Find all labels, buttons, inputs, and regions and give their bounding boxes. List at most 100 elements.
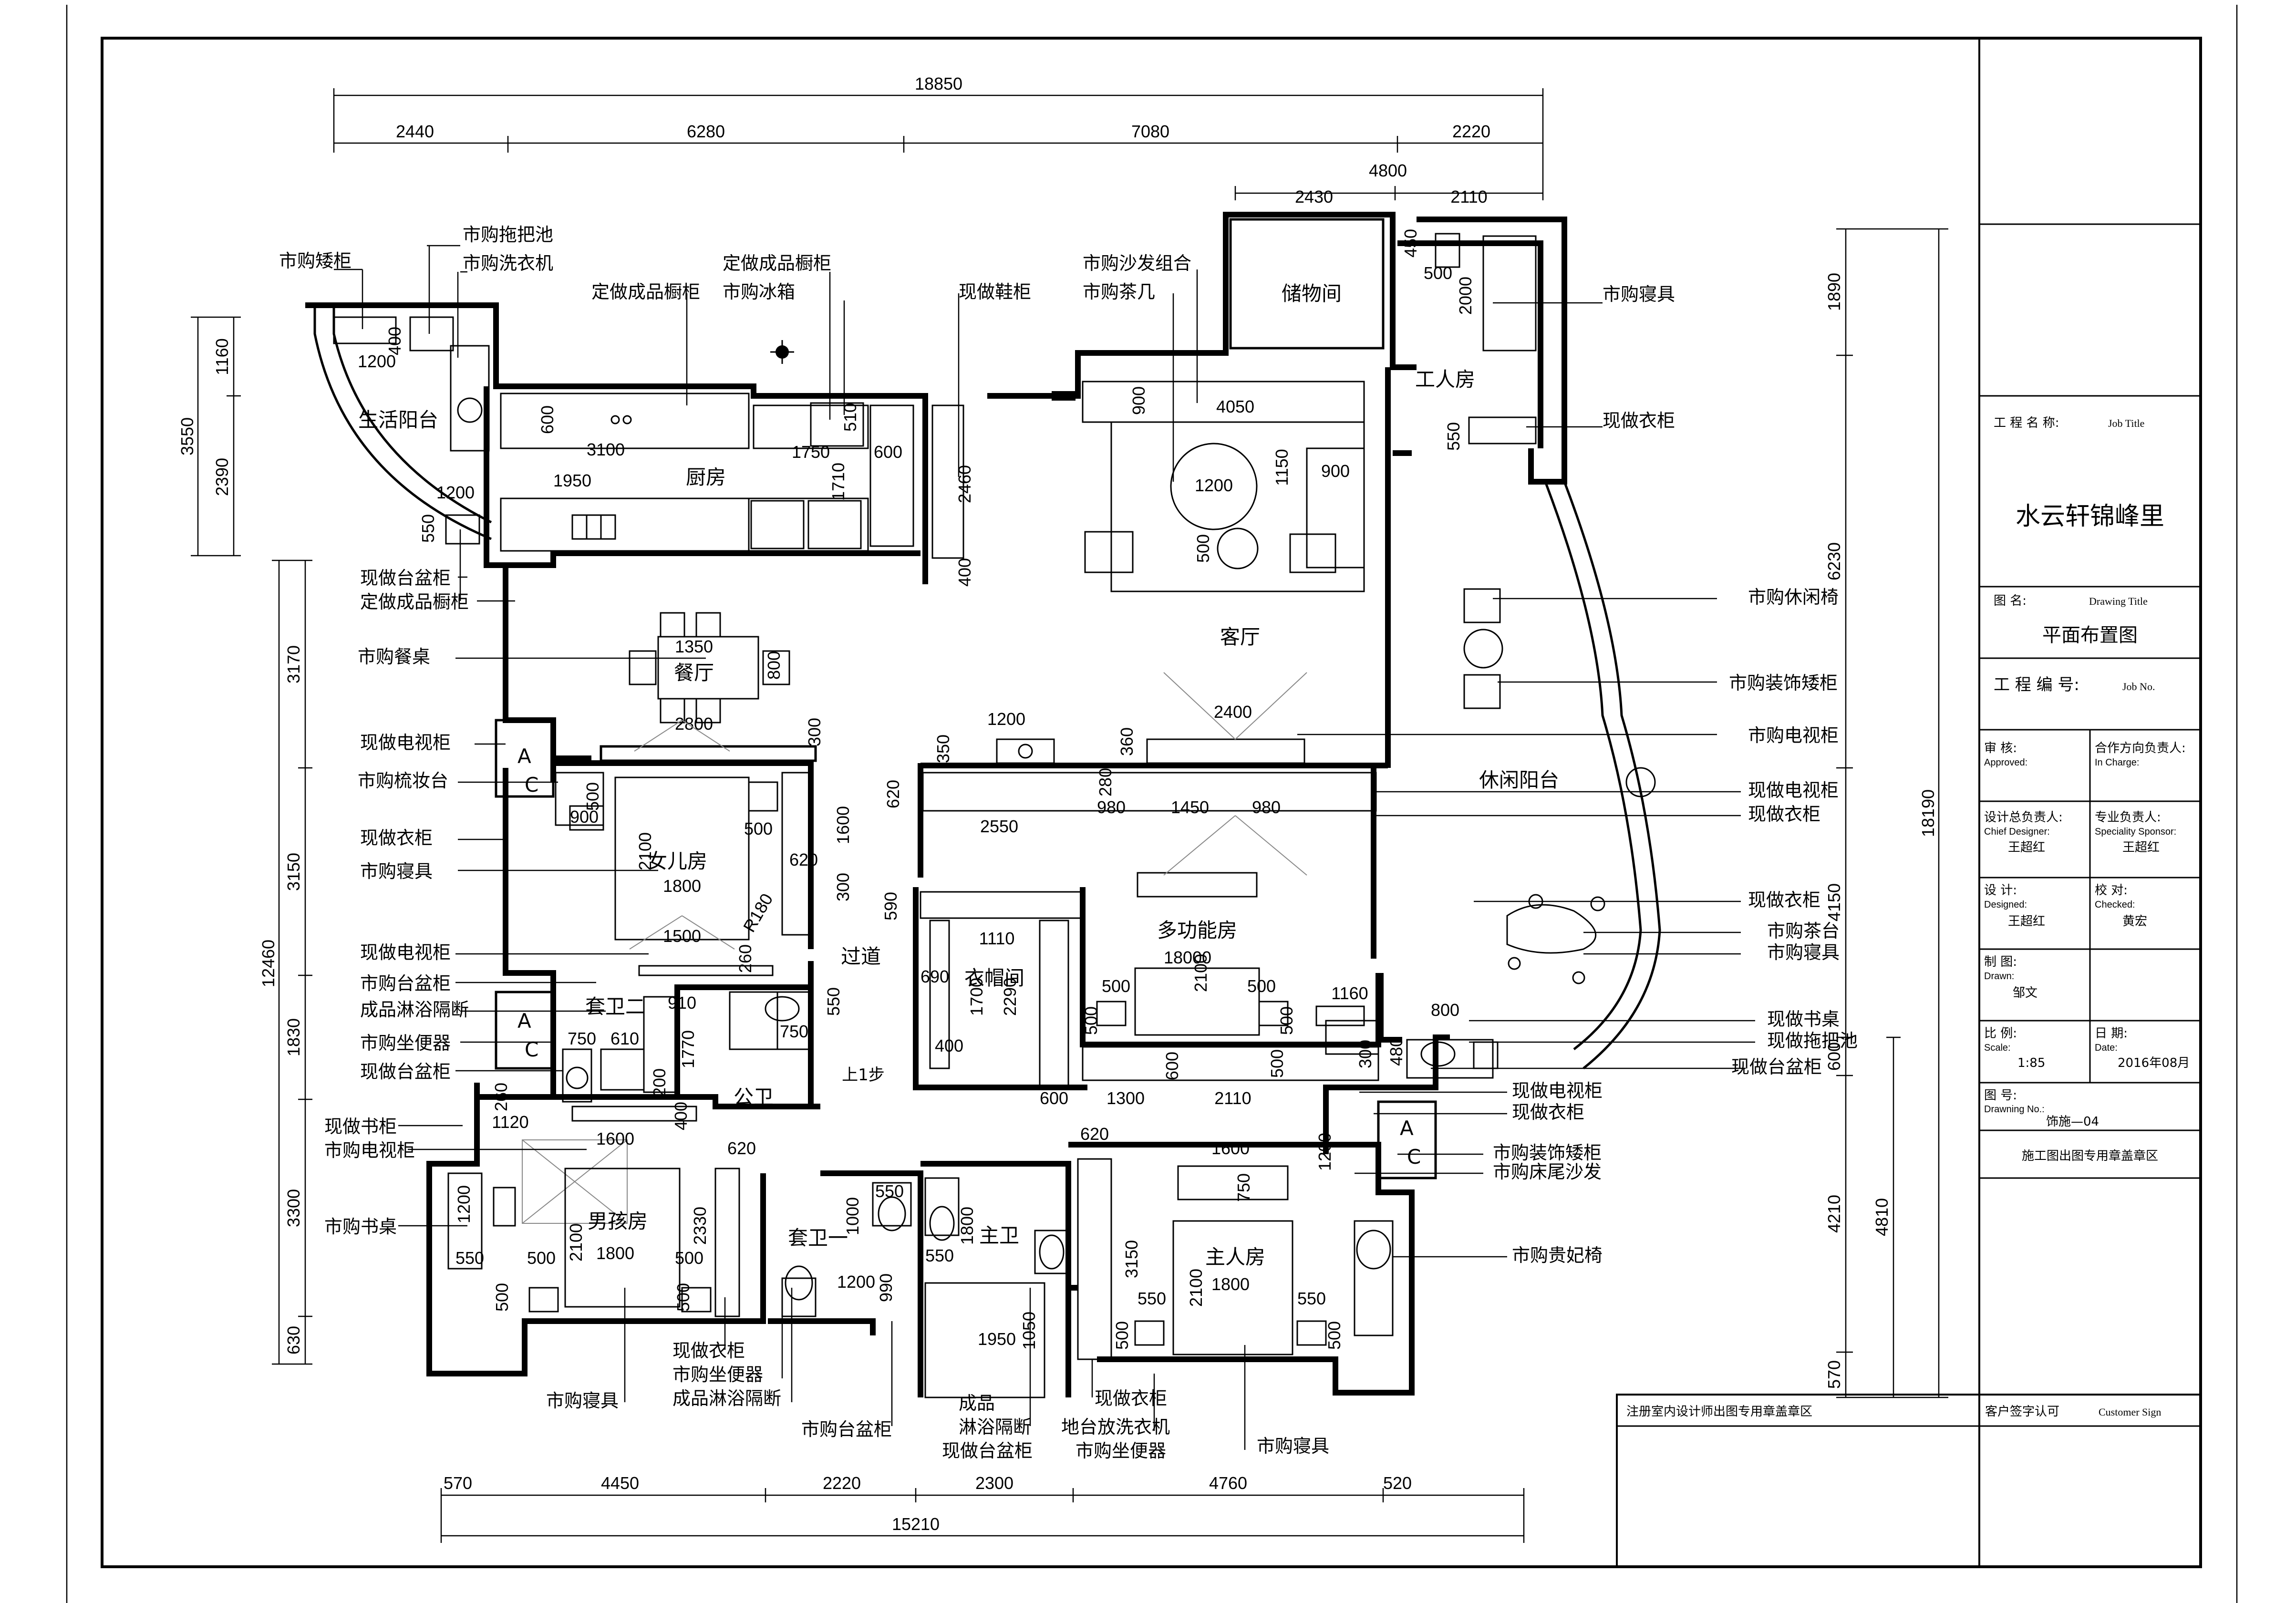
dim-int: 1200: [1315, 1133, 1334, 1171]
dim-int: 600: [538, 405, 557, 434]
dim-upper-2: 2110: [1450, 187, 1487, 207]
dim-int: 1600: [833, 806, 853, 844]
dim-right-lower: 4810: [1872, 1198, 1892, 1236]
dim-int: 550: [824, 987, 843, 1016]
dim-int: 500: [1424, 263, 1452, 283]
dimension-lines: [191, 88, 1948, 1543]
dim-int: 1500: [663, 926, 701, 946]
dim-int: 2330: [690, 1207, 710, 1245]
label-l20: 市购坐便器: [360, 1033, 451, 1054]
dim-top-2: 6280: [687, 122, 725, 141]
dim-int: 1950: [553, 471, 591, 490]
label-l14: 市购梳妆台: [358, 770, 448, 791]
label-b6: 淋浴隔断: [959, 1417, 1031, 1438]
designed-name: 王超红: [2008, 914, 2045, 929]
label-r6: 现做电视柜: [1748, 780, 1839, 801]
spec-label: 专业负责人:: [2095, 810, 2161, 825]
room-names: 储物间 工人房 生活阳台 厨房 客厅 餐厅 休闲阳台 女儿房 过道 衣帽间 多功…: [358, 282, 1559, 1269]
label-l10: 现做台盆柜: [360, 568, 451, 589]
dim-left-upper-1: 1160: [212, 338, 232, 375]
scale-value: 1:85: [2017, 1056, 2045, 1070]
dim-right-2: 6230: [1824, 542, 1844, 580]
label-l9: 市购茶几: [1083, 281, 1155, 302]
label-l18: 市购台盆柜: [360, 973, 451, 994]
dim-int: 1750: [792, 442, 830, 462]
label-b9: 地台放洗衣机: [1061, 1417, 1170, 1438]
leader-lines: [334, 245, 1755, 1450]
dim-int: 400: [955, 558, 974, 587]
dim-int: 500: [744, 819, 773, 838]
label-l11: 定做成品橱柜: [360, 591, 469, 612]
project-name-label: 工 程 名 称:: [1994, 416, 2059, 430]
dim-right-5: 4210: [1824, 1195, 1844, 1233]
dim-int: 550: [875, 1181, 904, 1201]
dim-int: 1700: [967, 978, 986, 1016]
room-multi: 多功能房: [1157, 919, 1237, 942]
scale-label: 比 例:: [1984, 1026, 2017, 1041]
label-l17: 现做电视柜: [360, 942, 451, 963]
dim-int: 980: [1097, 797, 1126, 817]
dim-int: 500: [1277, 1006, 1296, 1035]
dim-int: 1200: [454, 1185, 474, 1223]
label-r2: 现做衣柜: [1603, 410, 1675, 431]
client-sign-en: Customer Sign: [2099, 1406, 2161, 1418]
dim-int: 260: [491, 1083, 511, 1111]
in-charge-label: 合作方向负责人:: [2095, 741, 2186, 755]
room-girl: 女儿房: [647, 849, 707, 873]
ac-a: A: [517, 745, 531, 768]
dim-left-lower-total: 12460: [259, 940, 278, 987]
dim-int: 1160: [1331, 983, 1368, 1003]
walls: [305, 212, 1661, 1397]
dim-int: 500: [675, 1248, 703, 1268]
dim-left-lower-2: 3150: [284, 853, 303, 891]
label-l5: 定做成品橱柜: [723, 253, 831, 274]
dim-int: 1200: [358, 352, 396, 371]
approved-label: 审 核:: [1984, 741, 2017, 755]
dim-int: 18000: [1164, 948, 1211, 967]
label-b4: 市购台盆柜: [801, 1419, 892, 1440]
room-storage: 储物间: [1282, 282, 1342, 305]
dim-int: 1710: [828, 463, 848, 501]
dim-int: 2100: [1186, 1269, 1206, 1307]
dim-int: 600: [1162, 1052, 1182, 1080]
label-r4: 市购装饰矮柜: [1729, 672, 1838, 693]
client-sign: 客户签字认可: [1985, 1405, 2059, 1419]
job-no-label: 工 程 编 号:: [1994, 675, 2079, 694]
dim-int: 500: [1247, 976, 1276, 996]
date-en: Date:: [2095, 1043, 2118, 1053]
stamp-area: 施工图出图专用章盖章区: [2022, 1149, 2158, 1163]
dim-bottom-total: 15210: [892, 1514, 940, 1534]
dim-int: 900: [1129, 386, 1148, 415]
room-step: 上1步: [842, 1065, 885, 1085]
label-l6: 市购冰箱: [723, 281, 795, 302]
drawing-label: 图 名:: [1994, 594, 2027, 608]
dim-int: 1200: [1195, 476, 1233, 495]
label-l22: 现做书柜: [324, 1116, 397, 1137]
dim-top-4: 2220: [1452, 122, 1490, 141]
dim-int: 500: [673, 1283, 693, 1312]
dim-int: 620: [789, 850, 818, 869]
label-r11: 现做书桌: [1767, 1009, 1840, 1030]
room-boy: 男孩房: [588, 1210, 648, 1233]
dim-int: 500: [1112, 1321, 1132, 1350]
dim-right-3: 4150: [1824, 883, 1844, 921]
right-callouts: 市购寝具 现做衣柜 市购休闲椅 市购装饰矮柜 市购电视柜 现做电视柜 现做衣柜 …: [1493, 284, 1858, 1266]
date-value: 2016年08月: [2118, 1056, 2190, 1070]
label-b7: 现做台盆柜: [942, 1440, 1033, 1461]
label-l25: 市购寝具: [546, 1390, 619, 1411]
room-corridor: 过道: [841, 945, 881, 968]
dim-upper-total: 4800: [1369, 161, 1407, 180]
bottom-stamp-strip: 注册室内设计师出图专用章盖章区 客户签字认可 Customer Sign: [1616, 1394, 2202, 1568]
dim-bottom-6: 520: [1383, 1473, 1412, 1493]
room-living: 客厅: [1220, 625, 1260, 649]
fixtures: [333, 233, 1656, 1398]
dimension-texts: 18850 2440 6280 7080 2220 4800 2430 2110…: [177, 74, 1938, 1534]
dim-right-1: 1890: [1824, 273, 1844, 311]
label-l23: 市购电视柜: [324, 1140, 415, 1161]
dim-int: 550: [1138, 1289, 1166, 1308]
label-l13: 现做电视柜: [360, 732, 451, 753]
label-r7: 现做衣柜: [1748, 804, 1820, 825]
dim-int: 3150: [1122, 1240, 1141, 1278]
left-callouts: 市购矮柜 市购拖把池 市购洗衣机 定做成品橱柜 定做成品橱柜 市购冰箱 现做鞋柜…: [279, 224, 1191, 1411]
